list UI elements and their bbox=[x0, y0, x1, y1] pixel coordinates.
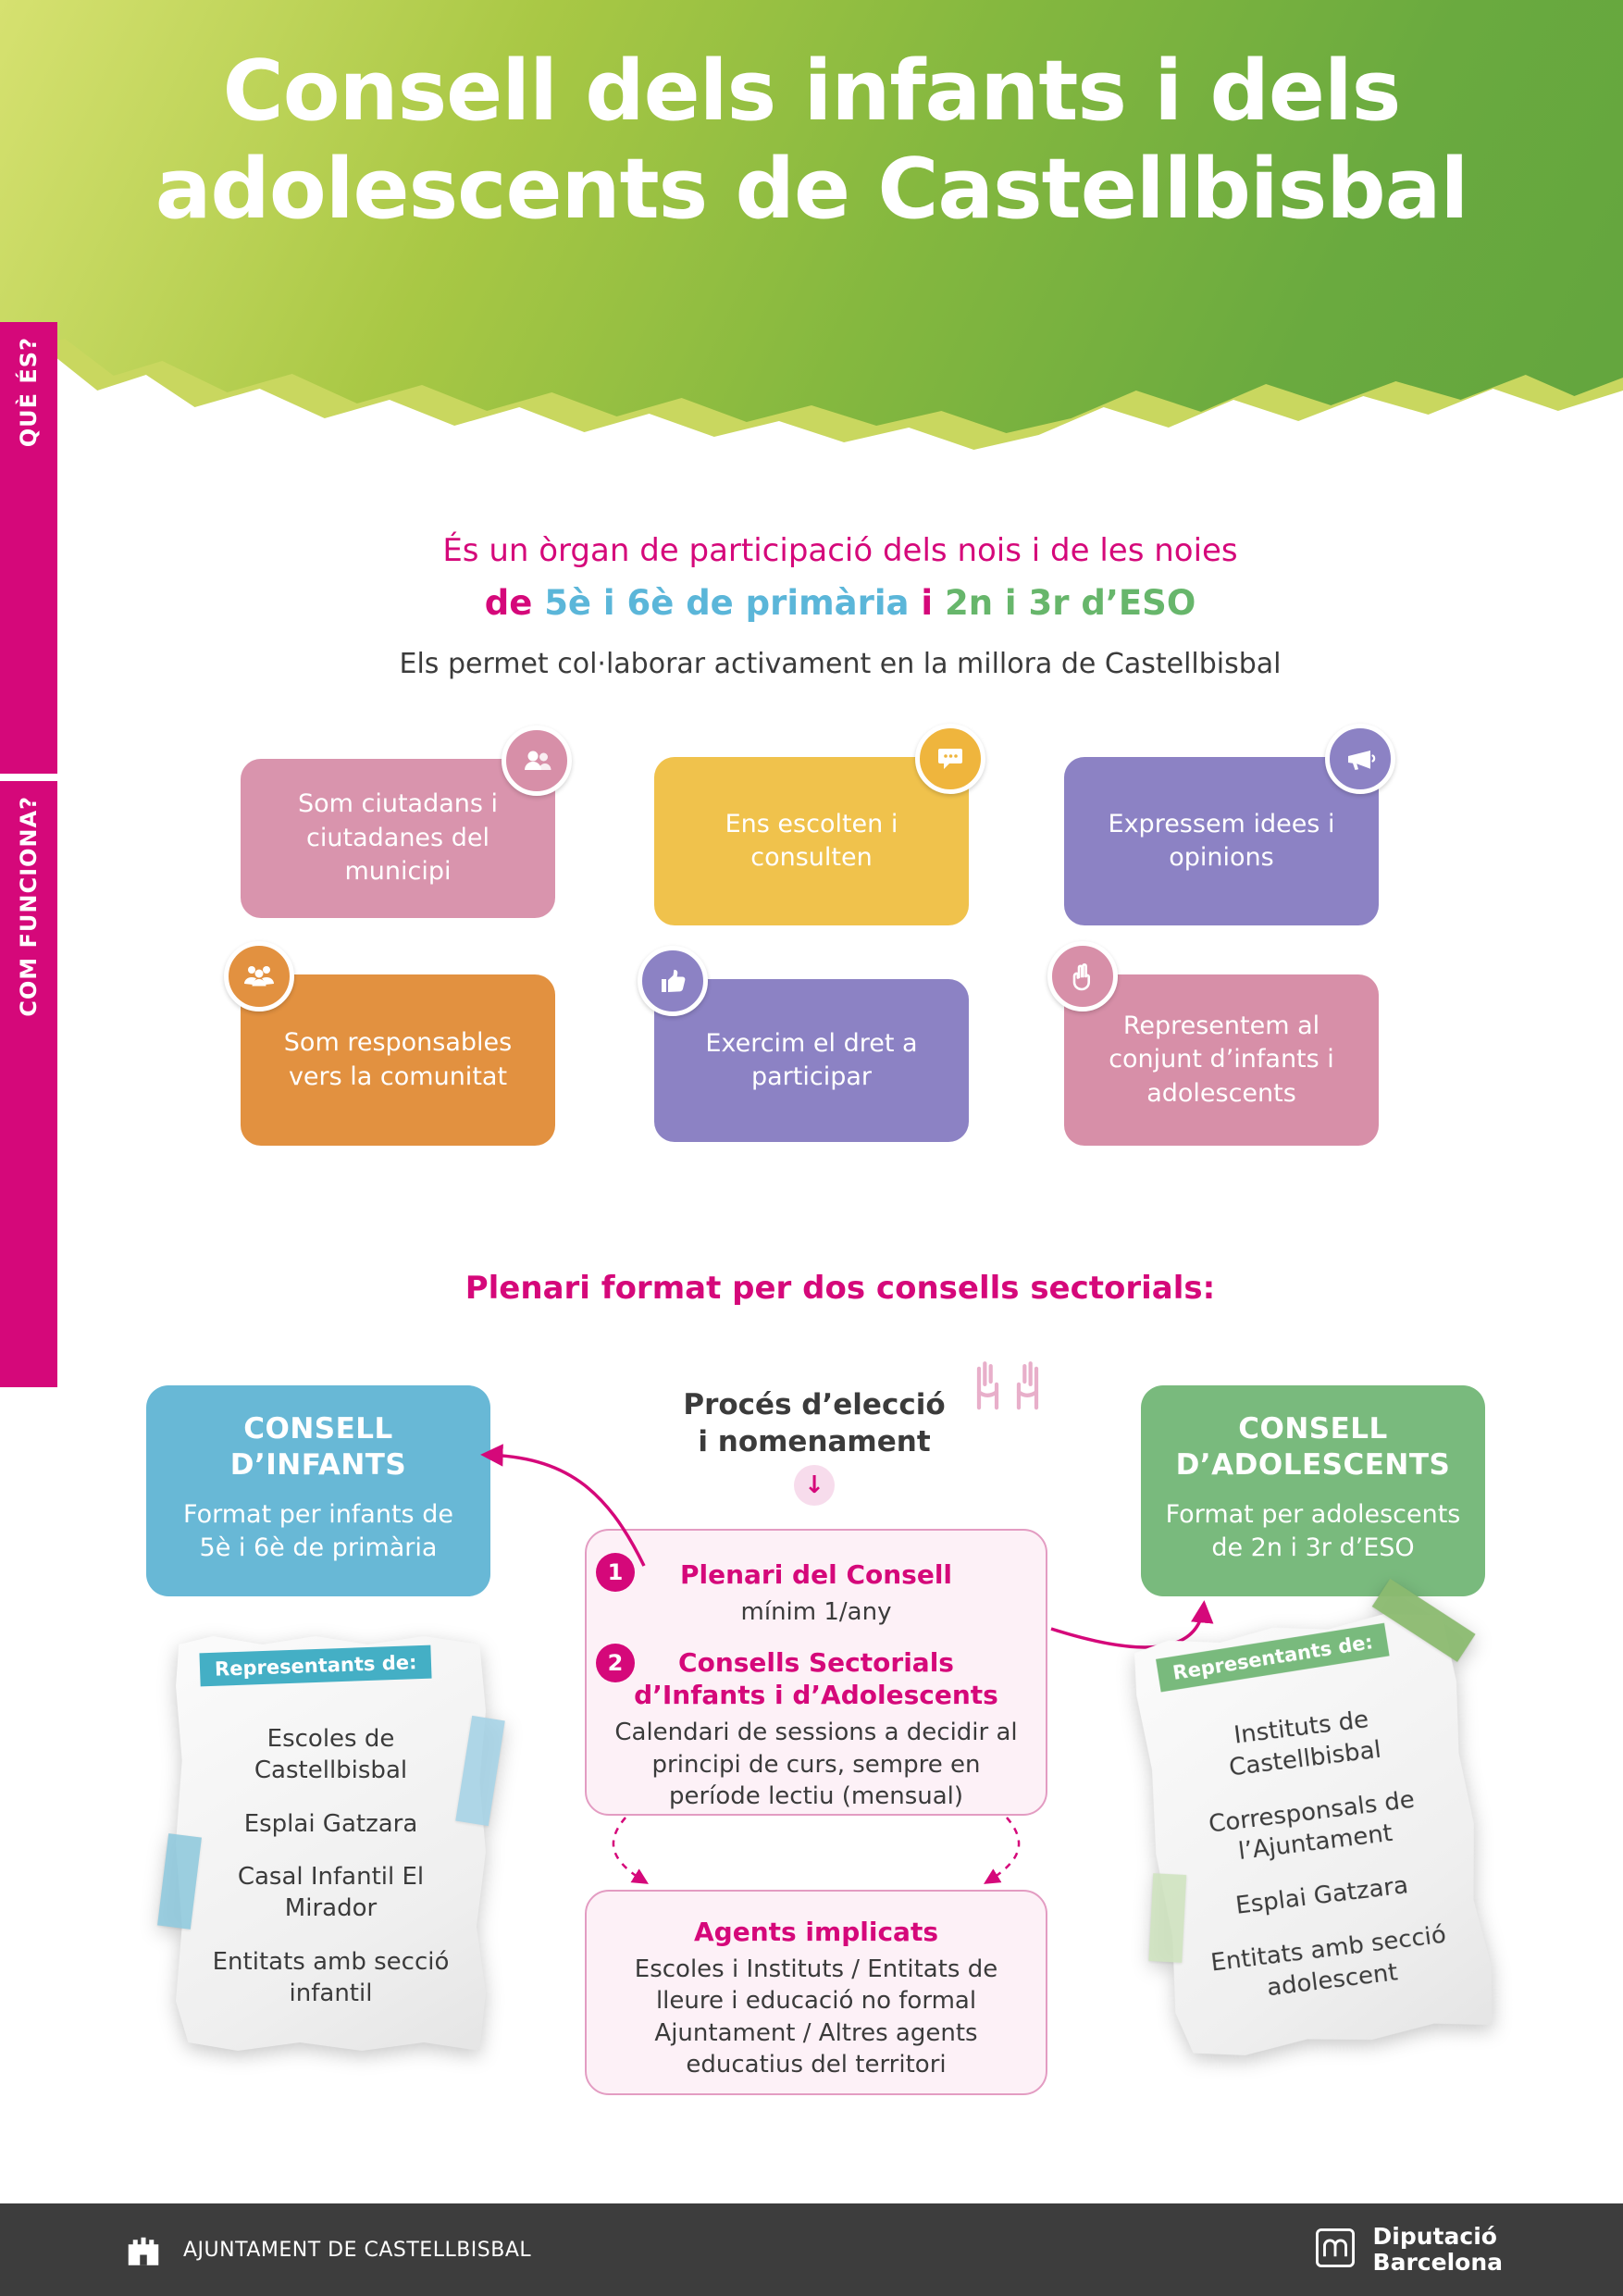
note-item: Entitats amb secció infantil bbox=[212, 1947, 450, 2007]
plenari-item1-title: Plenari del Consell bbox=[679, 1559, 953, 1590]
agents-desc: Escoles i Instituts / Entitats de lleure… bbox=[634, 1955, 998, 2079]
note-representants-infants: Escoles de Castellbisbal Esplai Gatzara … bbox=[157, 1636, 505, 2051]
note-item: Entitats amb secció adolescent bbox=[1208, 1920, 1448, 2003]
represent-hand-icon bbox=[1047, 941, 1118, 1011]
plenari-item1-desc: mínim 1/any bbox=[740, 1598, 892, 1626]
card-citizens: Som ciutadans i ciutadanes del municipi bbox=[241, 726, 572, 918]
footer: AJUNTAMENT DE CASTELLBISBAL Diputació Ba… bbox=[0, 2203, 1623, 2296]
consell-infants-box: CONSELL D’INFANTS Format per infants de … bbox=[146, 1385, 490, 1596]
sidebar-strip-com-funciona: COM FUNCIONA? bbox=[0, 781, 57, 1387]
consell-adolescents-box: CONSELL D’ADOLESCENTS Format per adolesc… bbox=[1141, 1385, 1485, 1596]
plenari-box: 1 2 Plenari del Consell mínim 1/any Cons… bbox=[585, 1529, 1047, 1816]
section-label-com-funciona: COM FUNCIONA? bbox=[16, 796, 42, 1017]
card-community: Som responsables vers la comunitat bbox=[224, 941, 555, 1146]
consell-adolescents-title-line1: CONSELL bbox=[1238, 1412, 1388, 1446]
intro-grades-i: i bbox=[909, 583, 945, 623]
note-item: Escoles de Castellbisbal bbox=[254, 1725, 408, 1784]
citizens-icon bbox=[502, 726, 572, 796]
raised-hands-icon bbox=[968, 1353, 1047, 1414]
header: Consell dels infants i dels adolescents … bbox=[0, 0, 1623, 433]
page-title-line1: Consell dels infants i dels bbox=[222, 43, 1402, 140]
intro-grades: de 5è i 6è de primària i 2n i 3r d’ESO bbox=[57, 583, 1623, 623]
intro-grades-de: de bbox=[484, 583, 545, 623]
sidebar-strip-que-es: QUÈ ÉS? bbox=[0, 322, 57, 774]
consell-infants-title: CONSELL D’INFANTS bbox=[170, 1411, 466, 1483]
tape-strip bbox=[1148, 1873, 1187, 1963]
note-item: Corresponsals de l’Ajuntament bbox=[1207, 1785, 1417, 1867]
note-item: Casal Infantil El Mirador bbox=[237, 1863, 425, 1923]
proces-title-line1: Procés d’elecció bbox=[683, 1388, 946, 1421]
diputacio-label: Diputació Barcelona bbox=[1373, 2224, 1503, 2276]
section-label-que-es: QUÈ ÉS? bbox=[16, 337, 42, 448]
proces-title-line2: i nomenament bbox=[698, 1425, 931, 1459]
diputacio-barcelona-logo bbox=[1314, 2227, 1357, 2273]
note-item: Esplai Gatzara bbox=[1233, 1871, 1410, 1921]
card-label: Som ciutadans i ciutadanes del municipi bbox=[297, 789, 499, 887]
diputacio-line1: Diputació bbox=[1372, 2223, 1497, 2250]
agents-box: Agents implicats Escoles i Instituts / E… bbox=[585, 1890, 1047, 2095]
consell-adolescents-desc: Format per adolescents de 2n i 3r d’ESO bbox=[1165, 1499, 1461, 1562]
speech-bubble-icon bbox=[915, 724, 985, 794]
diputacio-line2: Barcelona bbox=[1372, 2249, 1503, 2276]
card-ideas: Expressem idees i opinions bbox=[1064, 724, 1395, 925]
megaphone-icon bbox=[1325, 724, 1395, 794]
footer-right: Diputació Barcelona bbox=[1314, 2224, 1503, 2276]
plenari-item2-desc: Calendari de sessions a decidir al princ… bbox=[614, 1719, 1018, 1810]
card-label: Expressem idees i opinions bbox=[1108, 809, 1335, 872]
down-arrow-glyph: ↓ bbox=[804, 1471, 824, 1499]
consell-adolescents-title-line2: D’ADOLESCENTS bbox=[1175, 1447, 1451, 1482]
note-items: Escoles de Castellbisbal Esplai Gatzara … bbox=[176, 1636, 486, 2010]
card-listen: Ens escolten i consulten bbox=[654, 724, 985, 925]
note-representants-adolescents: Instituts de Castellbisbal Corresponsals… bbox=[1131, 1578, 1499, 2064]
community-icon bbox=[224, 941, 294, 1011]
plenari-item2-title: Consells Sectorials d’Infants i d’Adoles… bbox=[634, 1647, 998, 1711]
card-label: Som responsables vers la comunitat bbox=[283, 1028, 513, 1091]
step-2-badge: 2 bbox=[596, 1644, 635, 1682]
participate-hand-icon bbox=[638, 946, 708, 1016]
card-label: Exercim el dret a participar bbox=[705, 1028, 918, 1091]
dashed-arrow-right bbox=[984, 1817, 1021, 1884]
page-title: Consell dels infants i dels adolescents … bbox=[0, 43, 1623, 239]
intro-subheading: Els permet col·laborar activament en la … bbox=[399, 648, 1282, 680]
note-item: Instituts de Castellbisbal bbox=[1227, 1706, 1383, 1782]
consell-infants-title-line2: D’INFANTS bbox=[229, 1447, 407, 1482]
footer-left: AJUNTAMENT DE CASTELLBISBAL bbox=[120, 2225, 531, 2275]
card-participate: Exercim el dret a participar bbox=[638, 946, 969, 1142]
consell-adolescents-title: CONSELL D’ADOLESCENTS bbox=[1165, 1411, 1461, 1483]
consell-infants-title-line1: CONSELL bbox=[243, 1412, 393, 1446]
card-label: Representem al conjunt d’infants i adole… bbox=[1109, 1011, 1334, 1108]
step-1-badge: 1 bbox=[596, 1553, 635, 1592]
intro-grades-eso: 2n i 3r d’ESO bbox=[944, 583, 1196, 623]
page-title-line2: adolescents de Castellbisbal bbox=[155, 141, 1469, 239]
ajuntament-label: AJUNTAMENT DE CASTELLBISBAL bbox=[183, 2238, 532, 2262]
dashed-arrow-left bbox=[612, 1817, 649, 1884]
consell-infants-desc: Format per infants de 5è i 6è de primàri… bbox=[183, 1499, 453, 1562]
intro-heading: És un òrgan de participació dels nois i … bbox=[442, 532, 1238, 569]
intro-grades-primaria: 5è i 6è de primària bbox=[544, 583, 910, 623]
agents-title: Agents implicats bbox=[694, 1917, 938, 1947]
proces-title: Procés d’elecció i nomenament bbox=[648, 1386, 981, 1461]
note-item: Esplai Gatzara bbox=[243, 1809, 418, 1838]
card-label: Ens escolten i consulten bbox=[725, 809, 898, 872]
down-arrow-icon: ↓ bbox=[794, 1465, 835, 1506]
ajuntament-castellbisbal-logo bbox=[120, 2225, 167, 2275]
card-represent: Representem al conjunt d’infants i adole… bbox=[1047, 941, 1379, 1146]
paper-sheet: Escoles de Castellbisbal Esplai Gatzara … bbox=[176, 1636, 486, 2051]
how-heading: Plenari format per dos consells sectoria… bbox=[465, 1270, 1216, 1307]
